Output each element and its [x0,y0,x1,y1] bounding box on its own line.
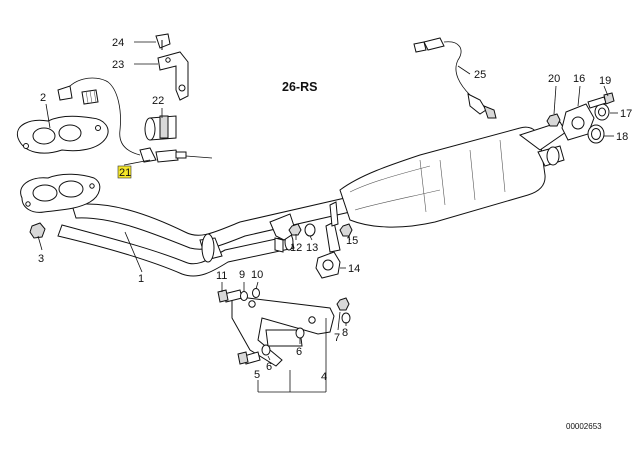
bracket-nut[interactable] [336,297,350,311]
callout-2: 2 [40,92,46,104]
callout-14: 14 [348,263,360,275]
callout-18: 18 [616,131,628,143]
rear-flange-gasket[interactable] [587,124,605,144]
callout-19: 19 [599,75,611,87]
flange-nut-rear[interactable] [546,113,561,127]
support-bracket[interactable] [231,295,335,367]
lower-washer-left[interactable] [261,344,271,356]
assembly-code: 26-RS [282,80,317,94]
callout-21[interactable]: 21 [119,167,131,179]
bracket-bolt[interactable] [217,289,243,303]
callout-24: 24 [112,37,124,49]
pipe-inlet-flange [20,173,101,213]
callout-4: 4 [321,371,327,383]
callout-15: 15 [346,235,358,247]
lower-bolt[interactable] [237,351,261,365]
callout-6b: 6 [296,346,302,358]
callout-13: 13 [306,242,318,254]
rear-flange[interactable] [561,103,595,141]
mount-nut[interactable] [339,223,353,237]
callout-20: 20 [548,73,560,85]
bracket-washer[interactable] [240,291,248,301]
callout-9: 9 [239,269,245,281]
oxygen-sensor[interactable] [57,77,187,163]
callouts: 1 2 3 4 5 6 6 7 8 9 10 11 12 13 14 15 16… [38,37,632,383]
drawing-number: 00002653 [566,422,602,431]
rear-oxygen-sensor[interactable] [413,37,497,119]
callout-10: 10 [251,269,263,281]
callout-11: 11 [216,270,227,282]
leader-lines [37,41,618,393]
heat-shield-sleeve[interactable] [144,115,177,141]
callout-17: 17 [620,108,632,120]
sensor-bracket[interactable] [157,51,189,101]
callout-23: 23 [112,59,124,71]
callout-21-highlight [117,165,132,179]
manifold-gasket[interactable] [16,115,109,154]
callout-25: 25 [474,69,486,81]
callout-6a: 6 [266,361,272,373]
flange-bolt[interactable] [587,92,615,109]
flange-ring[interactable] [594,103,610,121]
callout-12: 12 [290,242,302,254]
callout-16: 16 [573,73,585,85]
callout-3: 3 [38,253,44,265]
rubber-mount[interactable] [315,201,341,279]
bracket-lockwasher[interactable] [252,288,260,298]
hanger-washer[interactable] [304,223,316,237]
bracket-clip[interactable] [155,33,171,50]
lower-washer-right[interactable] [295,327,305,339]
callout-8: 8 [342,327,348,339]
front-exhaust-pipe[interactable] [57,197,351,277]
callout-7: 7 [334,332,340,344]
bracket-spacer[interactable] [341,312,351,324]
callout-22: 22 [152,95,164,107]
callout-1: 1 [138,273,144,285]
hanger-bracket[interactable] [269,213,297,253]
callout-5: 5 [254,369,260,381]
flange-nut[interactable] [29,222,46,239]
catalytic-converter[interactable] [339,121,567,228]
hanger-nut[interactable] [288,223,302,236]
